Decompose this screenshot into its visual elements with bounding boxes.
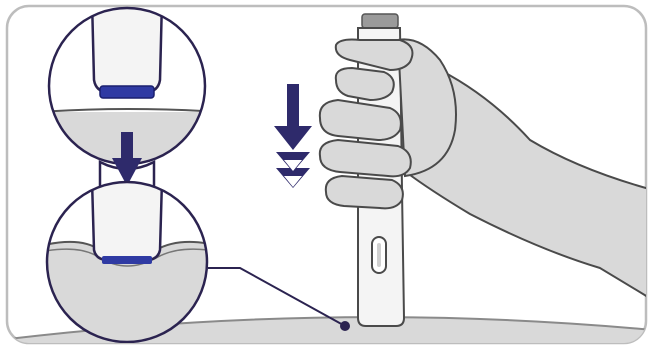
contact-point-icon <box>340 321 350 331</box>
